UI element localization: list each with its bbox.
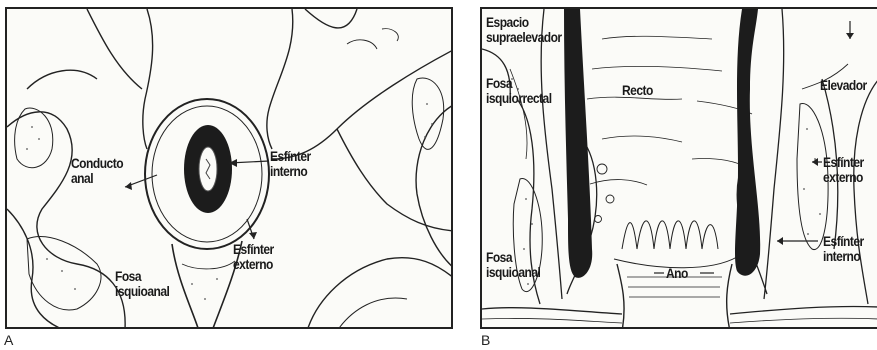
label-fosa-isquiorrectal: Fosa isquiorrectal [486, 76, 552, 106]
panel-a-cross-section: Conducto anal Esfínter interno Esfínter … [5, 7, 453, 329]
label-espacio-supraelevador: Espacio supraelevador [486, 15, 562, 45]
label-fosa-isquioanal-b: Fosa isquioanal [486, 250, 540, 280]
label-esfinter-externo: Esfínter externo [233, 242, 274, 272]
label-elevador: Elevador [820, 78, 867, 93]
panel-b-longitudinal-section: Espacio supraelevador Fosa isquiorrectal… [480, 7, 877, 329]
panel-b-drawing [482, 9, 877, 329]
label-esfinter-interno: Esfínter interno [270, 149, 311, 179]
label-recto: Recto [622, 83, 653, 98]
label-conducto-anal: Conducto anal [71, 156, 123, 186]
label-esfinter-interno-b: Esfínter interno [823, 234, 864, 264]
label-ano: Ano [666, 266, 688, 281]
panel-b-letter: B [481, 332, 490, 348]
label-esfinter-externo-b: Esfínter externo [823, 155, 864, 185]
panel-a-letter: A [4, 332, 13, 348]
label-fosa-isquioanal: Fosa isquioanal [115, 269, 169, 299]
